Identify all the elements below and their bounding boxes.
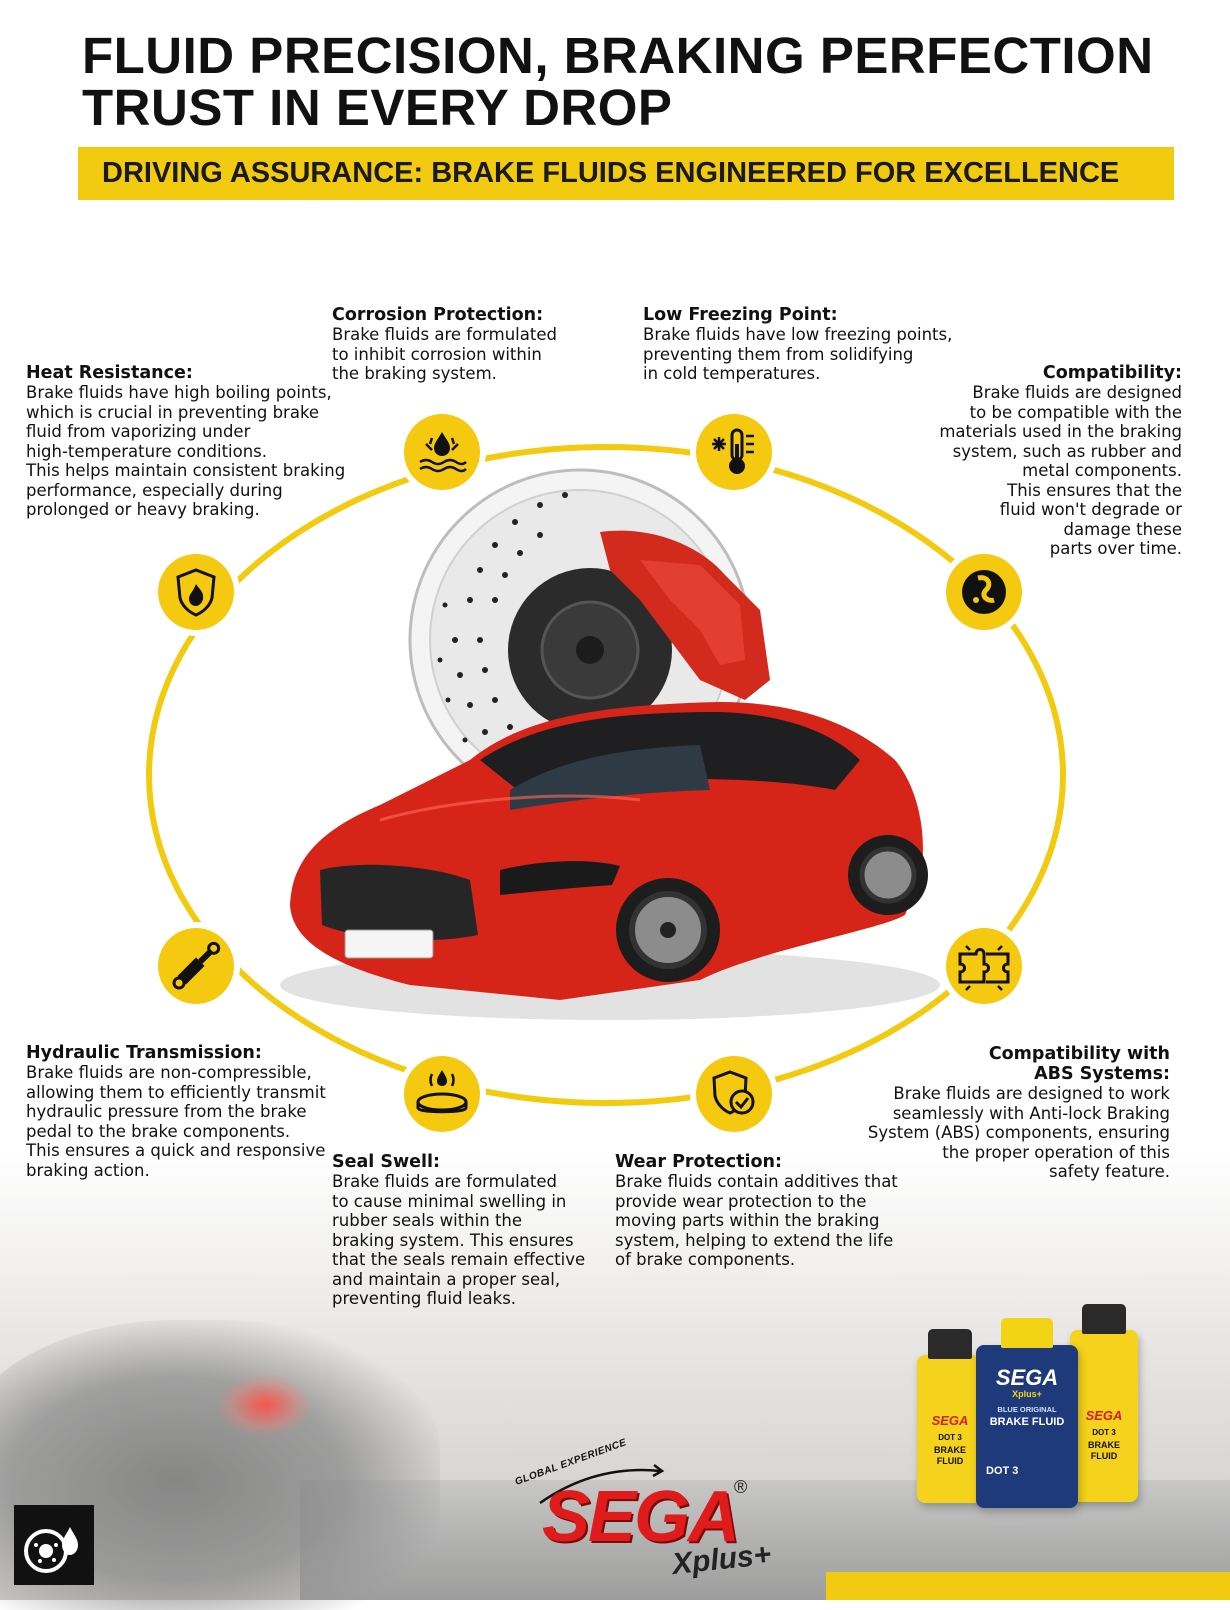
banner-text: DRIVING ASSURANCE: BRAKE FLUIDS ENGINEER… [102, 157, 1120, 189]
feature-title: Seal Swell: [332, 1152, 441, 1172]
feature-body: Brake fluids are designed to work seamle… [867, 1084, 1170, 1181]
product-line-2: BRAKE FLUID [989, 1416, 1065, 1428]
page-title: FLUID PRECISION, BRAKING PERFECTION TRUS… [82, 30, 1182, 134]
bottom-accent-bar [826, 1572, 1230, 1600]
red-car-image [280, 702, 940, 1020]
product-line-3: FLUID [1090, 1451, 1118, 1461]
product-brand: SEGA [931, 1413, 969, 1428]
feature-body: Brake fluids are non-compressible, allow… [26, 1063, 326, 1180]
background-tail-light [220, 1375, 310, 1435]
feature-corrosion-protection: Corrosion Protection: Brake fluids are f… [332, 305, 612, 384]
shield-check-icon [696, 1056, 772, 1132]
feature-body: Brake fluids have high boiling points, w… [26, 383, 346, 519]
feature-body: Brake fluids contain additives that prov… [615, 1172, 898, 1269]
product-line-3: DOT 3 [986, 1465, 1019, 1477]
product-can-center: SEGA Xplus+ BLUE ORIGINAL BRAKE FLUID DO… [976, 1318, 1078, 1508]
product-bottle-right: SEGA DOT 3 BRAKE FLUID [1070, 1304, 1138, 1502]
feature-ring [146, 444, 1066, 1106]
feature-low-freezing-point: Low Freezing Point: Brake fluids have lo… [643, 305, 963, 384]
product-line-1: BLUE ORIGINAL [997, 1405, 1057, 1414]
product-line-3: FLUID [936, 1456, 964, 1466]
sega-xplus-logo: GLOBAL EXPERIENCE SEGA Xplus+ ® [514, 1437, 800, 1595]
feature-body: Brake fluids are formulated to cause min… [332, 1172, 586, 1308]
feature-title: Compatibility: [1042, 363, 1182, 383]
feature-title: Wear Protection: [615, 1152, 783, 1172]
feature-title-line-2: ABS Systems: [1034, 1064, 1170, 1084]
brake-disc-drop-icon [14, 1505, 94, 1585]
feature-title: Heat Resistance: [26, 363, 193, 383]
subtitle-banner: DRIVING ASSURANCE: BRAKE FLUIDS ENGINEER… [78, 147, 1174, 200]
logo-swoosh [539, 1464, 665, 1505]
product-brand: SEGA [1085, 1408, 1123, 1423]
shield-fire-icon [158, 554, 234, 630]
flexible-link-icon [946, 554, 1022, 630]
water-repellent-icon [404, 414, 480, 490]
feature-seal-swell: Seal Swell: Brake fluids are formulated … [332, 1152, 612, 1309]
hydraulic-cylinder-icon [158, 928, 234, 1004]
feature-body: Brake fluids are formulated to inhibit c… [332, 325, 557, 383]
feature-compatibility: Compatibility: Brake fluids are designed… [900, 363, 1182, 559]
product-dot: DOT 3 [1092, 1428, 1116, 1437]
logo-registered-mark: ® [734, 1477, 748, 1497]
product-line-2: BRAKE [933, 1445, 966, 1455]
feature-hydraulic-transmission: Hydraulic Transmission: Brake fluids are… [26, 1043, 346, 1180]
snowflake-thermometer-icon [696, 414, 772, 490]
feature-body: Brake fluids have low freezing points, p… [643, 325, 953, 383]
logo-wordmark: SEGA [542, 1477, 740, 1557]
product-bottle-left: SEGA DOT 3 BRAKE FLUID [917, 1329, 983, 1503]
product-dot: DOT 3 [938, 1433, 962, 1442]
feature-abs-compatibility: Compatibility with ABS Systems: Brake fl… [860, 1044, 1170, 1182]
feature-wear-protection: Wear Protection: Brake fluids contain ad… [615, 1152, 935, 1270]
product-sub: Xplus+ [1012, 1389, 1042, 1399]
feature-body: Brake fluids are designed to be compatib… [939, 383, 1182, 558]
feature-heat-resistance: Heat Resistance: Brake fluids have high … [26, 363, 346, 520]
feature-title: Corrosion Protection: [332, 305, 544, 325]
feature-title-line-1: Compatibility with [988, 1044, 1170, 1064]
puzzle-icon [946, 928, 1022, 1004]
feature-title: Hydraulic Transmission: [26, 1043, 262, 1063]
title-line-2: TRUST IN EVERY DROP [82, 79, 673, 136]
title-line-1: FLUID PRECISION, BRAKING PERFECTION [82, 27, 1154, 84]
seal-drop-icon [404, 1056, 480, 1132]
product-line-2: BRAKE [1087, 1440, 1120, 1450]
feature-title: Low Freezing Point: [643, 305, 838, 325]
product-brand: SEGA [995, 1365, 1059, 1390]
